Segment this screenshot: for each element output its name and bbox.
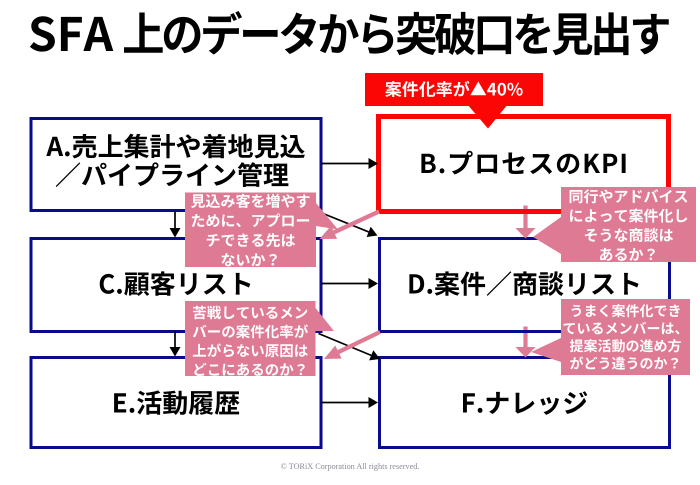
svg-text:© TORiX Corporation All rights: © TORiX Corporation All rights reserved. bbox=[281, 462, 420, 471]
